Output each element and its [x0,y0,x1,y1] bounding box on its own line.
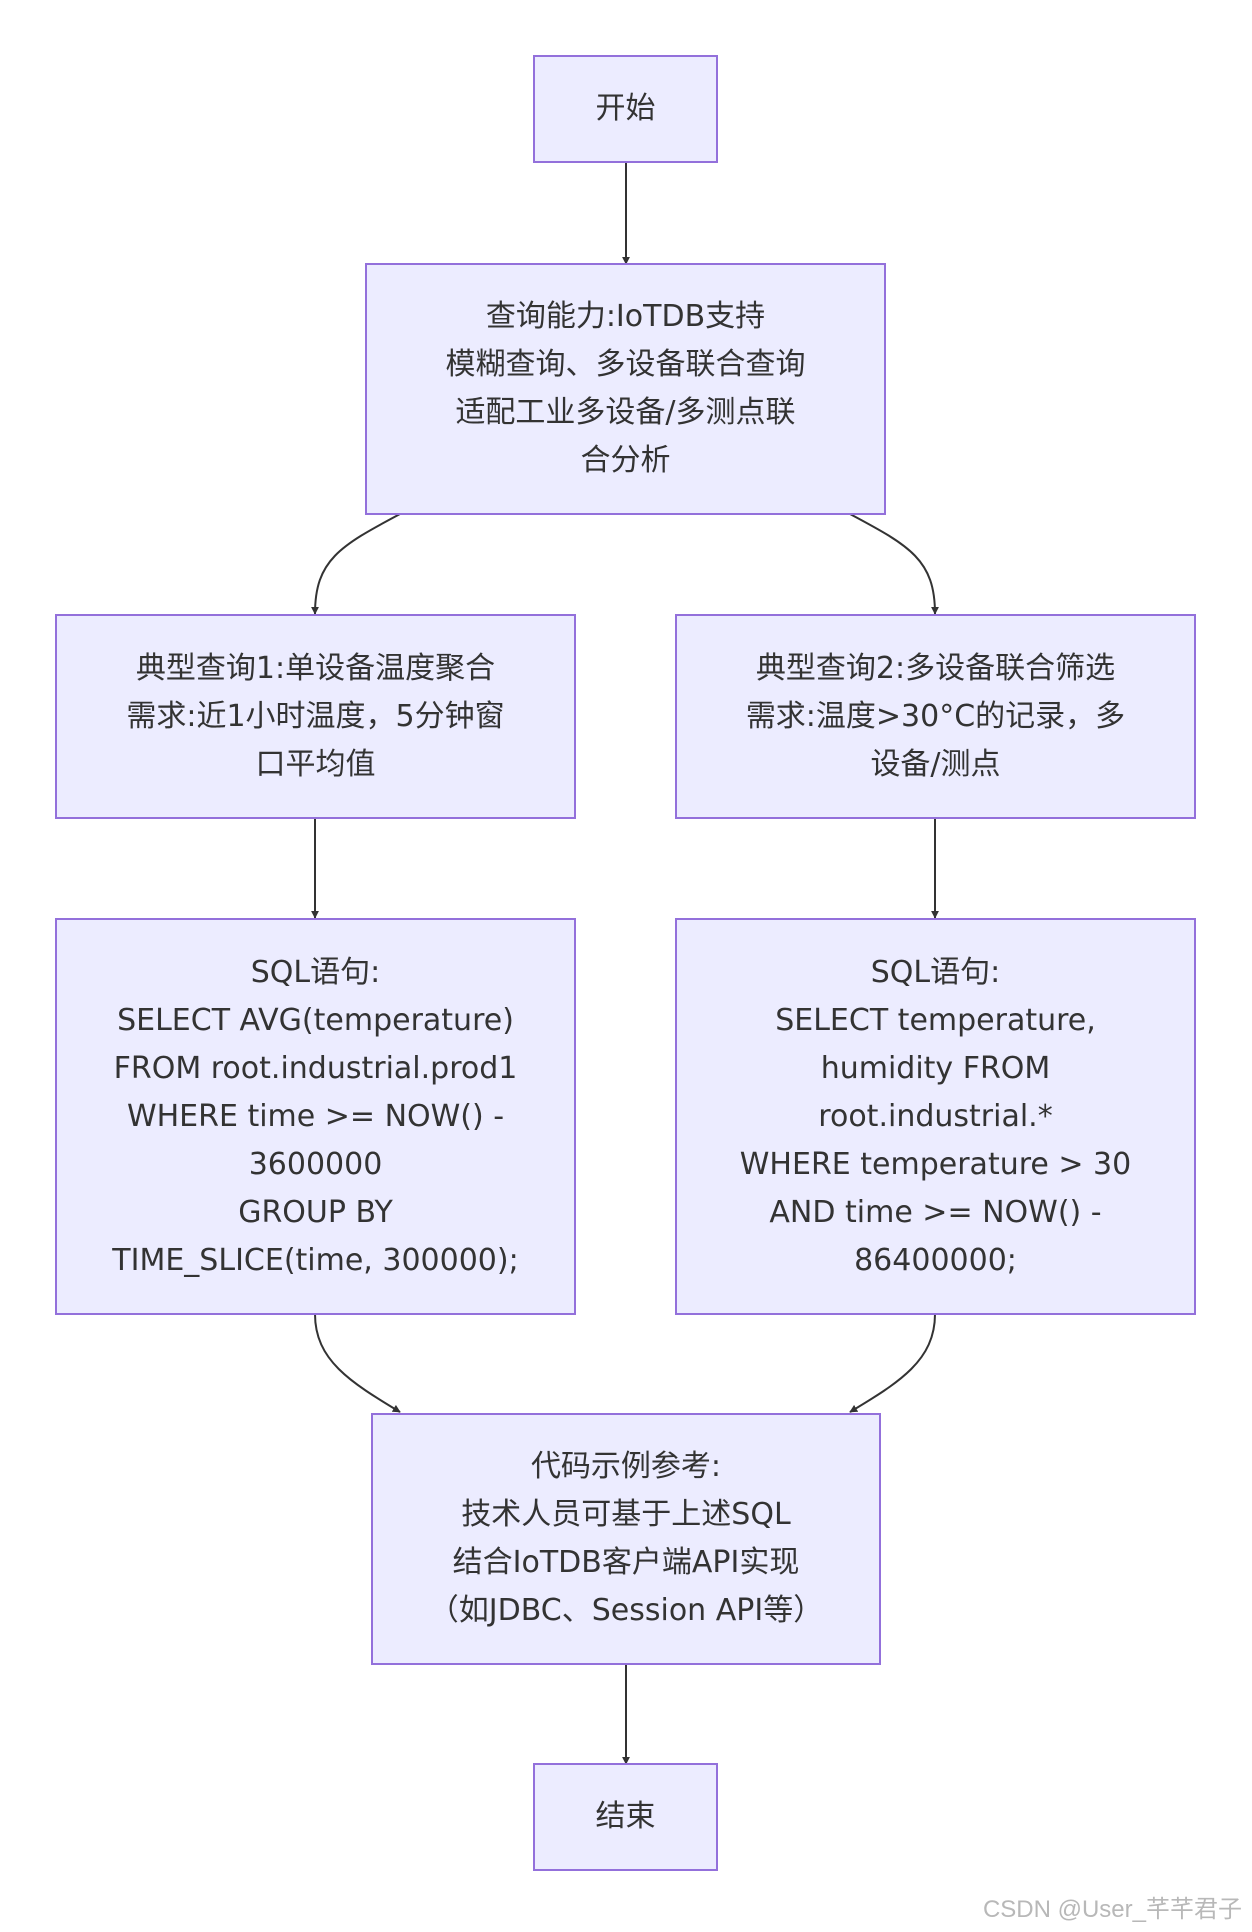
sql-1-text: SQL语句: SELECT AVG(temperature) FROM root… [112,949,518,1285]
sql-1-line: TIME_SLICE(time, 300000); [112,1242,519,1278]
end-text: 结束 [596,1793,656,1841]
typical-query-1-line: 典型查询1:单设备温度聚合 [135,650,496,686]
end-node: 结束 [533,1763,718,1871]
sql-2-line: SELECT temperature, [775,1002,1096,1038]
query-capability-line: 查询能力:IoTDB支持 [485,299,766,334]
sql-2-line: 86400000; [854,1242,1017,1278]
code-reference-node: 代码示例参考: 技术人员可基于上述SQL 结合IoTDB客户端API实现 （如J… [371,1413,881,1665]
start-line: 开始 [595,91,656,126]
end-line: 结束 [595,1799,656,1834]
edge-sql-1-to-code-reference [314,1313,401,1413]
edge-query-capability-to-typical-query-2 [849,513,939,615]
typical-query-1-line: 需求:近1小时温度，5分钟窗 [126,698,505,734]
sql-1-line: SELECT AVG(temperature) [117,1002,514,1038]
start-text: 开始 [596,85,656,133]
query-capability-line: 模糊查询、多设备联合查询 [445,347,806,382]
query-capability-text: 查询能力:IoTDB支持 模糊查询、多设备联合查询 适配工业多设备/多测点联 合… [446,293,806,485]
typical-query-2-node: 典型查询2:多设备联合筛选 需求:温度>30°C的记录，多 设备/测点 [675,614,1196,819]
typical-query-1-line: 口平均值 [255,746,376,782]
sql-1-node: SQL语句: SELECT AVG(temperature) FROM root… [55,918,576,1315]
sql-2-node: SQL语句: SELECT temperature, humidity FROM… [675,918,1196,1315]
sql-1-line: FROM root.industrial.prod1 [113,1050,518,1086]
typical-query-1-text: 典型查询1:单设备温度聚合 需求:近1小时温度，5分钟窗 口平均值 [126,645,504,789]
edge-query-capability-to-typical-query-1 [311,513,401,615]
typical-query-2-line: 需求:温度>30°C的记录，多 [745,698,1126,734]
code-reference-text: 代码示例参考: 技术人员可基于上述SQL 结合IoTDB客户端API实现 （如J… [429,1443,823,1635]
typical-query-2-text: 典型查询2:多设备联合筛选 需求:温度>30°C的记录，多 设备/测点 [746,645,1125,789]
sql-2-line: humidity FROM [820,1050,1051,1086]
code-reference-line: （如JDBC、Session API等） [428,1593,824,1628]
query-capability-line: 适配工业多设备/多测点联 [455,395,796,430]
sql-2-line: SQL语句: [870,954,1001,990]
code-reference-line: 结合IoTDB客户端API实现 [452,1545,800,1580]
query-capability-line: 合分析 [580,443,671,478]
watermark: CSDN @User_芊芊君子 [982,1896,1242,1923]
typical-query-1-node: 典型查询1:单设备温度聚合 需求:近1小时温度，5分钟窗 口平均值 [55,614,576,819]
edge-sql-2-to-code-reference [849,1313,936,1413]
typical-query-2-line: 设备/测点 [870,746,1001,782]
sql-2-line: WHERE temperature > 30 [739,1146,1132,1182]
sql-2-line: AND time >= NOW() - [769,1194,1102,1230]
sql-1-line: SQL语句: [250,954,381,990]
code-reference-line: 技术人员可基于上述SQL [461,1497,791,1532]
code-reference-line: 代码示例参考: [530,1449,722,1484]
start-node: 开始 [533,55,718,163]
sql-2-line: root.industrial.* [818,1098,1053,1134]
sql-1-line: 3600000 [248,1146,383,1182]
query-capability-node: 查询能力:IoTDB支持 模糊查询、多设备联合查询 适配工业多设备/多测点联 合… [365,263,886,515]
sql-1-line: GROUP BY [238,1194,393,1230]
sql-2-text: SQL语句: SELECT temperature, humidity FROM… [740,949,1131,1285]
typical-query-2-line: 典型查询2:多设备联合筛选 [755,650,1116,686]
sql-1-line: WHERE time >= NOW() - [126,1098,505,1134]
